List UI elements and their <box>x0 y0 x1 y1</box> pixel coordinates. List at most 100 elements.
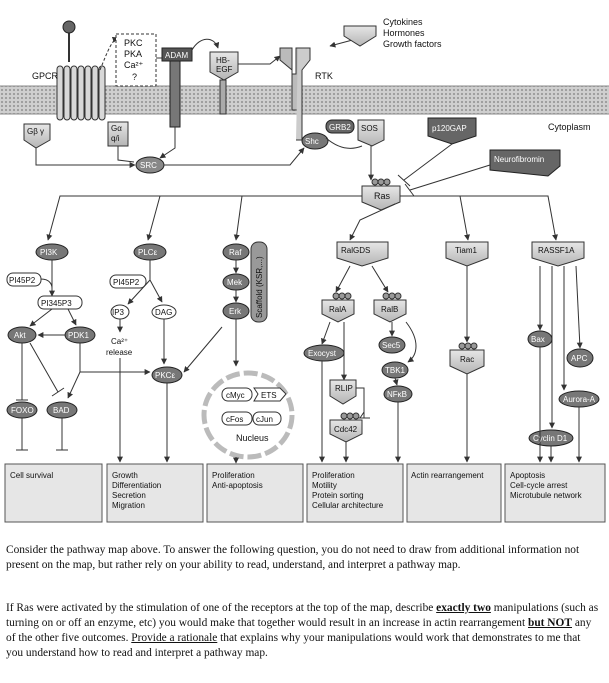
svg-text:Migration: Migration <box>112 501 145 510</box>
svg-text:RalGDS: RalGDS <box>341 246 370 255</box>
outcome-actin <box>406 463 502 523</box>
neurofibromin: Neurofibromin <box>489 149 561 177</box>
svg-text:PI3K: PI3K <box>40 248 58 257</box>
gpcr-receptor: GPCR <box>32 20 106 121</box>
svg-text:Aurora-A: Aurora-A <box>563 395 596 404</box>
svg-text:Cyclin D1: Cyclin D1 <box>533 434 568 443</box>
outcome-motility <box>306 463 404 523</box>
svg-text:Nucleus: Nucleus <box>236 433 269 443</box>
sos: SOS <box>357 119 385 147</box>
svg-text:RASSF1A: RASSF1A <box>538 246 575 255</box>
kinase-box: PKC PKA Ca²⁺ ? <box>115 33 157 87</box>
svg-text:Cellular architecture: Cellular architecture <box>312 501 384 510</box>
svg-text:IP3: IP3 <box>112 308 125 317</box>
svg-text:cFos: cFos <box>226 415 243 424</box>
g-beta-gamma: Gβ γ <box>23 123 51 149</box>
svg-text:Protein sorting: Protein sorting <box>312 491 364 500</box>
svg-text:Cytokines: Cytokines <box>383 17 423 27</box>
svg-text:Akt: Akt <box>14 331 26 340</box>
svg-text:Raf: Raf <box>229 248 242 257</box>
svg-text:Cell survival: Cell survival <box>10 471 53 480</box>
svg-text:Microtubule network: Microtubule network <box>510 491 583 500</box>
but-not-emphasis: but NOT <box>528 617 572 629</box>
svg-text:Neurofibromin: Neurofibromin <box>494 155 544 164</box>
svg-text:BAD: BAD <box>53 406 70 415</box>
svg-text:PDK1: PDK1 <box>68 331 89 340</box>
svg-text:Growth factors: Growth factors <box>383 39 442 49</box>
svg-text:Ras: Ras <box>374 191 391 201</box>
svg-text:SRC: SRC <box>140 161 157 170</box>
svg-text:Tiam1: Tiam1 <box>455 246 477 255</box>
svg-text:APC: APC <box>571 354 588 363</box>
svg-text:Motility: Motility <box>312 481 337 490</box>
svg-text:SOS: SOS <box>361 124 378 133</box>
gpcr-label: GPCR <box>32 71 59 81</box>
svg-text:GRB2: GRB2 <box>329 123 351 132</box>
svg-text:FOXO: FOXO <box>11 406 34 415</box>
g-alpha: Gα q/i <box>107 121 129 147</box>
svg-text:PKC: PKC <box>124 38 143 48</box>
svg-text:Growth: Growth <box>112 471 138 480</box>
svg-text:RTK: RTK <box>315 71 333 81</box>
svg-text:DAG: DAG <box>155 308 172 317</box>
p120gap: p120GAP <box>427 117 477 145</box>
svg-text:cJun: cJun <box>256 415 273 424</box>
svg-text:q/i: q/i <box>111 134 120 143</box>
outcome-boxes: Cell survival Growth Differentiation Sec… <box>4 463 606 523</box>
shc: Shc <box>301 132 329 150</box>
svg-text:Gβ γ: Gβ γ <box>27 127 44 136</box>
tiam1-branch: Tiam1 Rac <box>445 241 489 463</box>
outcome-proliferation <box>206 463 304 523</box>
svg-text:p120GAP: p120GAP <box>432 124 467 133</box>
pi3k-branch: PI3K PI45P2 PI345P3 Akt PDK1 FOXO BAD <box>6 243 151 451</box>
rassf1a-branch: RASSF1A Bax APC Aurora-A Cyclin D1 <box>527 241 600 463</box>
svg-text:RalA: RalA <box>329 305 347 314</box>
svg-text:ADAM: ADAM <box>165 51 188 60</box>
svg-text:Actin rearrangement: Actin rearrangement <box>411 471 484 480</box>
svg-text:Exocyst: Exocyst <box>308 349 337 358</box>
outcome-apoptosis <box>504 463 606 523</box>
svg-text:Sec5: Sec5 <box>382 341 401 350</box>
svg-text:Mek: Mek <box>227 278 243 287</box>
provide-rationale-emphasis: Provide a rationale <box>131 632 218 644</box>
svg-text:Secretion: Secretion <box>112 491 146 500</box>
svg-text:Ca²⁺: Ca²⁺ <box>124 60 144 70</box>
grb2: GRB2 <box>325 119 355 134</box>
svg-text:EGF: EGF <box>216 65 233 74</box>
svg-text:Erk: Erk <box>229 307 242 316</box>
outcome-cell-survival <box>4 463 103 523</box>
svg-text:RalB: RalB <box>381 305 398 314</box>
svg-text:ETS: ETS <box>261 391 277 400</box>
question-intro-text: Consider the pathway map above. To answe… <box>6 544 580 571</box>
svg-text:Bax: Bax <box>531 335 545 344</box>
ras-branches <box>46 195 558 241</box>
svg-text:PI45P2: PI45P2 <box>9 276 36 285</box>
svg-text:Cell-cycle arrest: Cell-cycle arrest <box>510 481 568 490</box>
cytoplasm-label: Cytoplasm <box>548 122 591 132</box>
adam-protease: ADAM <box>161 47 193 128</box>
svg-text:RLIP: RLIP <box>335 384 353 393</box>
svg-text:release: release <box>106 348 133 357</box>
ligand <box>343 25 377 47</box>
question-prompt: If Ras were activated by the stimulation… <box>6 602 599 659</box>
ras: Ras <box>361 178 401 211</box>
svg-text:Differentiation: Differentiation <box>112 481 161 490</box>
svg-text:PI345P3: PI345P3 <box>41 299 72 308</box>
svg-text:Shc: Shc <box>305 137 319 146</box>
svg-text:Anti-apoptosis: Anti-apoptosis <box>212 481 263 490</box>
src: SRC <box>135 156 165 174</box>
svg-text:Cdc42: Cdc42 <box>334 425 358 434</box>
svg-text:PI45P2: PI45P2 <box>113 278 140 287</box>
svg-text:cMyc: cMyc <box>226 391 245 400</box>
hb-egf: HB- EGF <box>209 51 239 115</box>
svg-text:PKA: PKA <box>124 49 142 59</box>
svg-text:TBK1: TBK1 <box>385 366 406 375</box>
exactly-two-emphasis: exactly two <box>436 602 491 614</box>
svg-text:Gα: Gα <box>111 124 122 133</box>
pathway-diagram: GPCR Gβ γ Gα q/i PKC PKA Ca²⁺ ? ADAM HB-… <box>0 17 609 523</box>
ralgds-branch: RalGDS RalA RalB Exocyst Sec5 TBK1 NFκB … <box>303 241 417 463</box>
svg-text:?: ? <box>132 72 137 82</box>
svg-text:HB-: HB- <box>216 56 230 65</box>
outcome-growth <box>106 463 204 523</box>
svg-text:Rac: Rac <box>460 355 474 364</box>
